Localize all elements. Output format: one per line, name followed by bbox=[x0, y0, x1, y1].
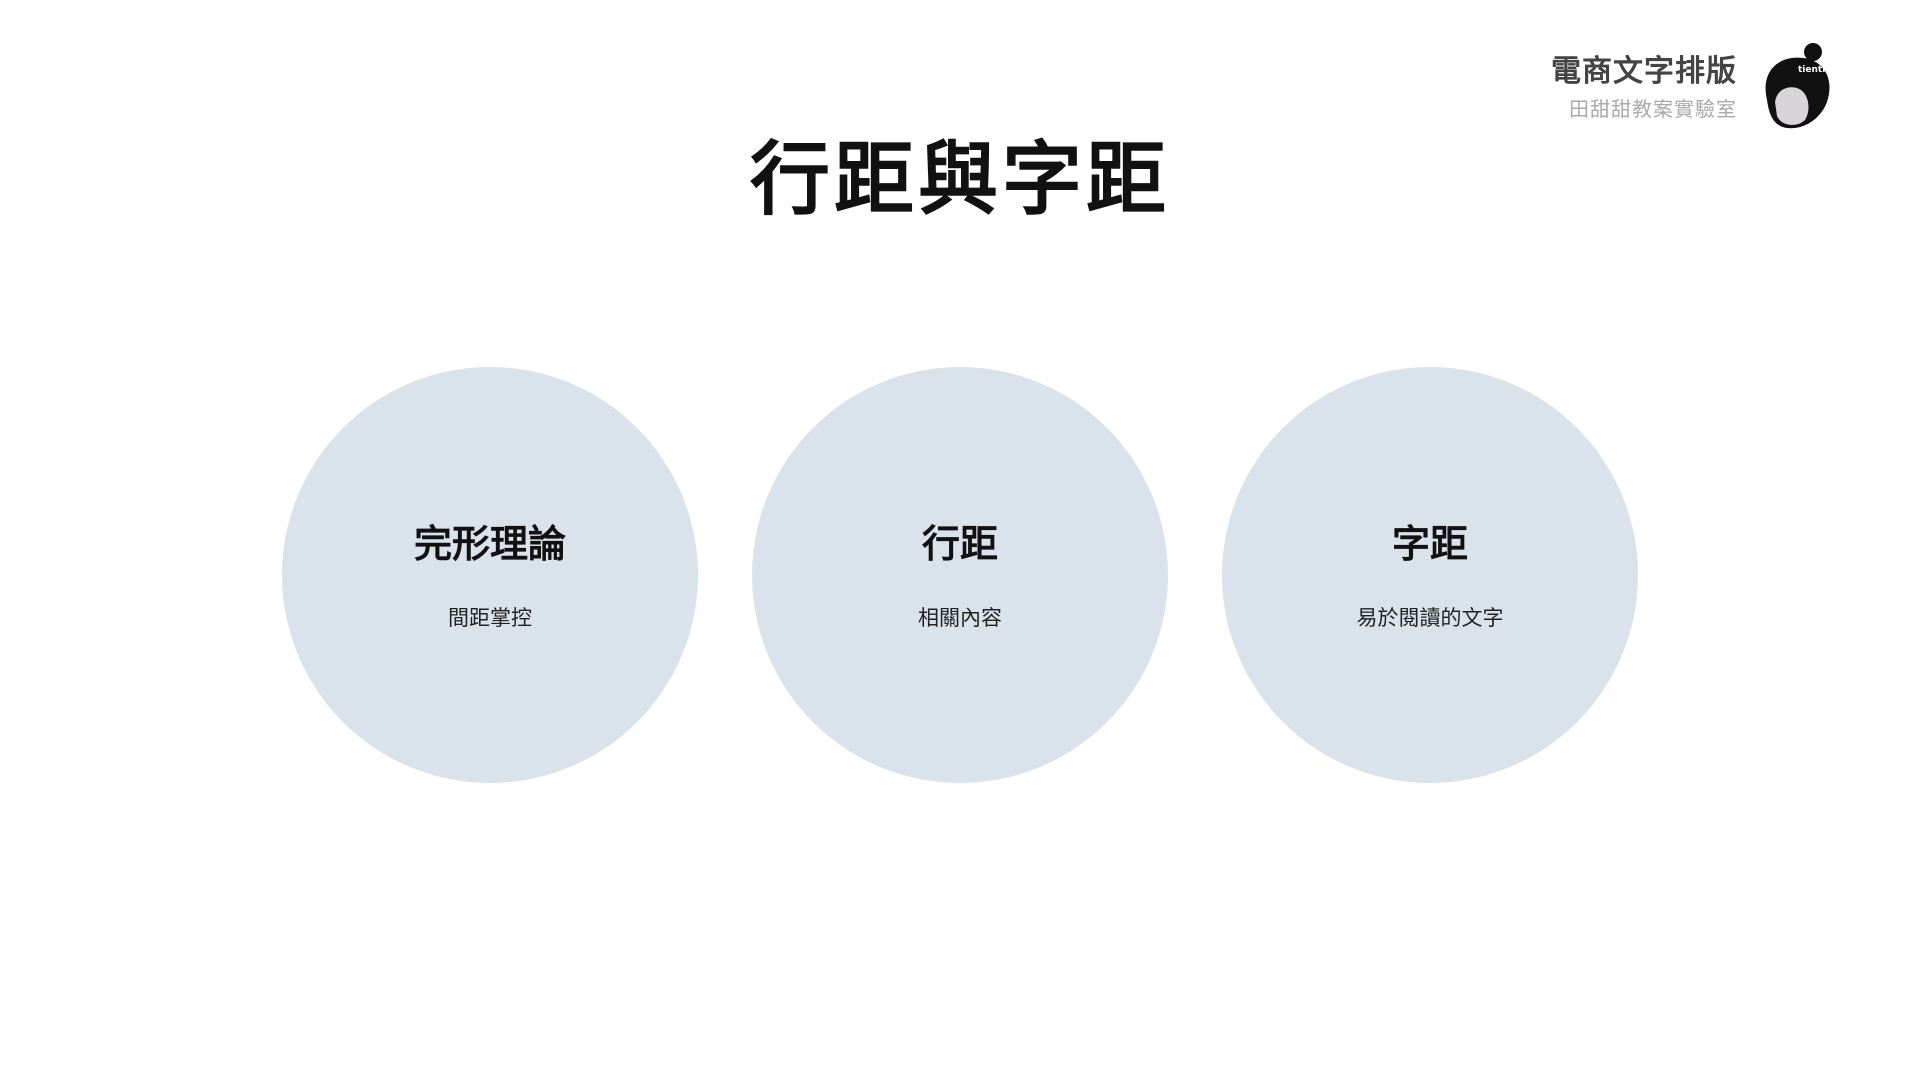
circle-line-spacing: 行距 相關內容 bbox=[752, 367, 1168, 783]
circle-letter-spacing: 字距 易於閱讀的文字 bbox=[1222, 367, 1638, 783]
circle-heading: 完形理論 bbox=[413, 522, 566, 566]
svg-text:tientientien: tientientien bbox=[1798, 65, 1845, 75]
circle-gestalt: 完形理論 間距掌控 bbox=[282, 367, 698, 783]
circle-text: 相關內容 bbox=[918, 606, 1002, 630]
circle-text: 易於閱讀的文字 bbox=[1356, 606, 1504, 630]
brand-subtitle: 田甜甜教案實驗室 bbox=[1569, 97, 1737, 121]
circle-heading: 行距 bbox=[921, 522, 998, 566]
circle-heading: 字距 bbox=[1391, 522, 1468, 566]
circle-text: 間距掌控 bbox=[448, 606, 532, 630]
brand-logo-icon: tientientien bbox=[1765, 43, 1845, 129]
brand-title: 電商文字排版 bbox=[1551, 54, 1737, 89]
page-title: 行距與字距 bbox=[750, 133, 1170, 226]
brand-block: 電商文字排版 田甜甜教案實驗室 bbox=[1551, 52, 1737, 124]
